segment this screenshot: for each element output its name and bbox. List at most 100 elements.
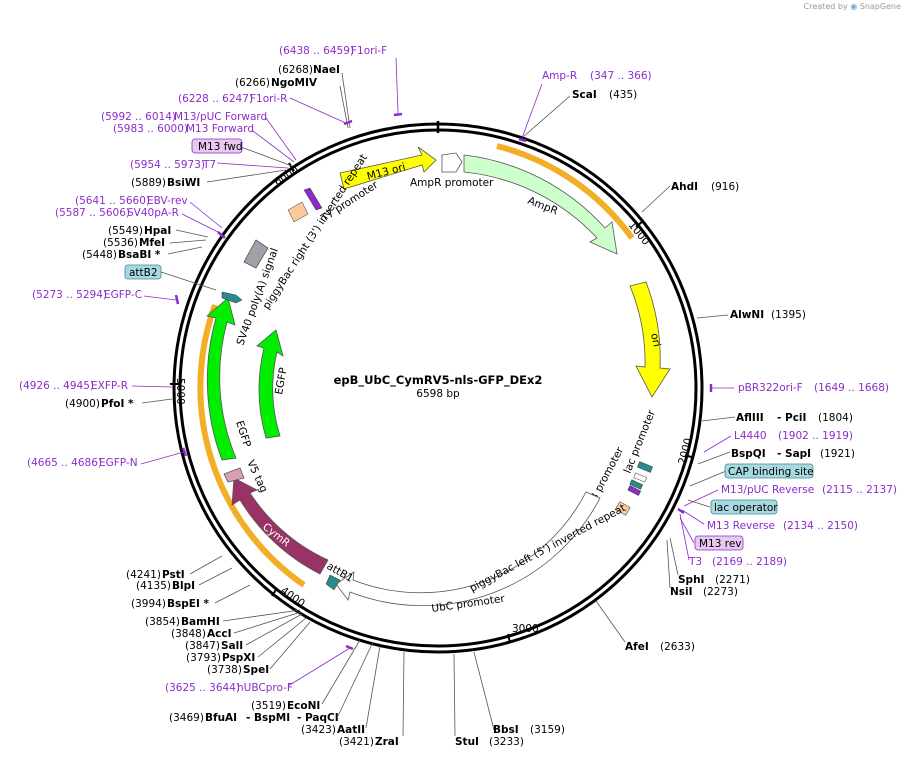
- enzyme-mfei[interactable]: MfeI: [139, 237, 165, 249]
- attb2-feature[interactable]: [221, 291, 243, 304]
- primer-m13puc-f[interactable]: M13/pUC Forward: [174, 111, 267, 123]
- tick-mark-4000: [271, 587, 278, 597]
- m13-fwd-feature[interactable]: [303, 187, 323, 211]
- primer-exfp-r[interactable]: EXFP-R: [91, 380, 128, 392]
- primer-f1ori-f[interactable]: F1ori-F: [351, 45, 387, 57]
- lac-promoter-small-feature[interactable]: [633, 472, 648, 483]
- primer-f1ori-r[interactable]: F1ori-R: [250, 93, 287, 105]
- enzyme-bsiwi[interactable]: BsiWI: [167, 177, 200, 189]
- enzyme-blpi[interactable]: BlpI: [172, 580, 195, 592]
- enzyme-aatii[interactable]: AatII: [337, 724, 365, 736]
- leader-pfoi: [141, 398, 173, 404]
- enzyme-spei[interactable]: SpeI: [243, 664, 269, 676]
- primer-t7[interactable]: T7: [202, 159, 216, 171]
- sv40-polya-feature[interactable]: [243, 239, 269, 269]
- enzyme-bamhi[interactable]: BamHI: [181, 616, 220, 628]
- leader-psti: [189, 555, 223, 575]
- enzyme-pos-acci: (3848): [171, 628, 206, 640]
- enzyme-bsabi[interactable]: BsaBI *: [118, 249, 161, 261]
- m13-ori-feature[interactable]: [339, 146, 437, 190]
- enzyme-alwni[interactable]: AlwNI: [730, 309, 764, 321]
- primer-range-exfp-r: (4926 .. 4945): [19, 380, 94, 392]
- primer-m13-reverse[interactable]: M13 Reverse: [707, 520, 775, 532]
- leader-ngomiv: [339, 85, 349, 129]
- enzyme-acci[interactable]: AccI: [207, 628, 231, 640]
- primer-ebv-rev[interactable]: EBV-rev: [147, 195, 188, 207]
- primer-m13puc-rev[interactable]: M13/pUC Reverse: [721, 484, 814, 496]
- enzyme-pos-bsiwi: (5889): [131, 177, 166, 189]
- enzyme-sali[interactable]: SalI: [221, 640, 243, 652]
- primer-m13-f[interactable]: M13 Forward: [186, 123, 254, 135]
- primer-amp-r[interactable]: Amp-R: [542, 70, 577, 82]
- ampr-promoter-feature[interactable]: [441, 152, 463, 173]
- primer-egfp-n[interactable]: EGFP-N: [99, 457, 138, 469]
- primer-t3[interactable]: T3: [688, 556, 702, 568]
- enzyme-pfoi[interactable]: PfoI *: [101, 398, 134, 410]
- enzyme-pos-ngomiv: (6266): [235, 77, 270, 89]
- m13-fwd-box[interactable]: [191, 138, 243, 154]
- ampr-feature[interactable]: [463, 154, 618, 255]
- enzyme-econi[interactable]: EcoNI: [287, 700, 320, 712]
- enzyme-paqci[interactable]: - PaqCI: [297, 712, 339, 724]
- primer-l4440[interactable]: L4440: [734, 430, 767, 442]
- ori-feature[interactable]: [629, 281, 671, 398]
- enzyme-pcii[interactable]: - PciI: [777, 412, 806, 424]
- piggybac-left-feature[interactable]: [335, 491, 601, 607]
- mark-hubcpro-f: [345, 644, 354, 651]
- enzyme-sapi[interactable]: - SapI: [777, 448, 811, 460]
- leader-nsii: [666, 539, 671, 589]
- primer-range-pbr322ori-f: (1649 .. 1668): [814, 382, 889, 394]
- cymr-feature[interactable]: [231, 477, 329, 575]
- m13-rev-feature[interactable]: [627, 485, 642, 496]
- leader-sali: [245, 613, 303, 646]
- enzyme-bfuai[interactable]: BfuAI: [205, 712, 237, 724]
- enzyme-naei[interactable]: NaeI: [313, 64, 340, 76]
- lac-operator-feature[interactable]: [629, 479, 644, 490]
- primer-sv40pa-r[interactable]: SV40pA-R: [127, 207, 179, 219]
- lac-operator-box[interactable]: [710, 499, 778, 515]
- egfp-inner-label: EGFP: [273, 367, 290, 396]
- enzyme-bbsi[interactable]: BbsI: [493, 724, 519, 736]
- leader-blpi: [198, 567, 233, 586]
- t7-promoter-feature[interactable]: [287, 201, 309, 223]
- v5-tag-feature[interactable]: [223, 467, 245, 483]
- egfp-outer-feature[interactable]: [206, 297, 237, 461]
- primer-hubcpro-f[interactable]: hUBCpro-F: [237, 682, 293, 694]
- leader-econi: [321, 639, 361, 705]
- leader-afei: [595, 600, 626, 643]
- enzyme-stui[interactable]: StuI: [455, 736, 479, 748]
- egfp-inner-feature[interactable]: [256, 329, 284, 439]
- enzyme-afei[interactable]: AfeI: [625, 641, 649, 653]
- enzyme-hpai[interactable]: HpaI: [144, 225, 171, 237]
- cap-site-feature[interactable]: [637, 461, 653, 473]
- primer-pbr322ori-f[interactable]: pBR322ori-F: [738, 382, 803, 394]
- mark-t3: [677, 507, 685, 515]
- m13-rev-box[interactable]: [694, 535, 744, 551]
- enzyme-bspqi[interactable]: BspQI: [731, 448, 766, 460]
- primer-range-egfp-c: (5273 .. 5294): [32, 289, 107, 301]
- enzyme-psti[interactable]: PstI: [162, 569, 185, 581]
- leader-bsabi: [167, 246, 203, 255]
- leader-m13-reverse: [681, 509, 705, 525]
- attb1-feature[interactable]: [325, 574, 341, 591]
- enzyme-zrai[interactable]: ZraI: [375, 736, 399, 748]
- enzyme-bspei[interactable]: BspEI *: [167, 598, 210, 610]
- enzyme-ahdi[interactable]: AhdI: [671, 181, 698, 193]
- mark-amp-r: [518, 137, 527, 143]
- enzyme-afliii[interactable]: AflIII: [736, 412, 764, 424]
- enzyme-bspmi[interactable]: - BspMI: [246, 712, 290, 724]
- enzyme-pos-bamhi: (3854): [145, 616, 180, 628]
- t3-promoter-feature[interactable]: [614, 501, 631, 516]
- enzyme-ngomiv[interactable]: NgoMIV: [271, 77, 318, 89]
- attb2-box[interactable]: [124, 264, 162, 280]
- enzyme-pspxi[interactable]: PspXI: [222, 652, 255, 664]
- enzyme-nsii[interactable]: NsiI: [670, 586, 693, 598]
- cap-binding-site-box[interactable]: [724, 463, 814, 479]
- enzyme-sphi[interactable]: SphI: [678, 574, 704, 586]
- primer-egfp-c[interactable]: EGFP-C: [104, 289, 142, 301]
- primer-range-m13-f: (5983 .. 6000): [113, 123, 188, 135]
- mark-f1ori-f: [393, 112, 403, 117]
- tick-mark-1000: [635, 220, 644, 228]
- mark-f1ori-r: [343, 119, 353, 126]
- enzyme-scai[interactable]: ScaI: [572, 89, 597, 101]
